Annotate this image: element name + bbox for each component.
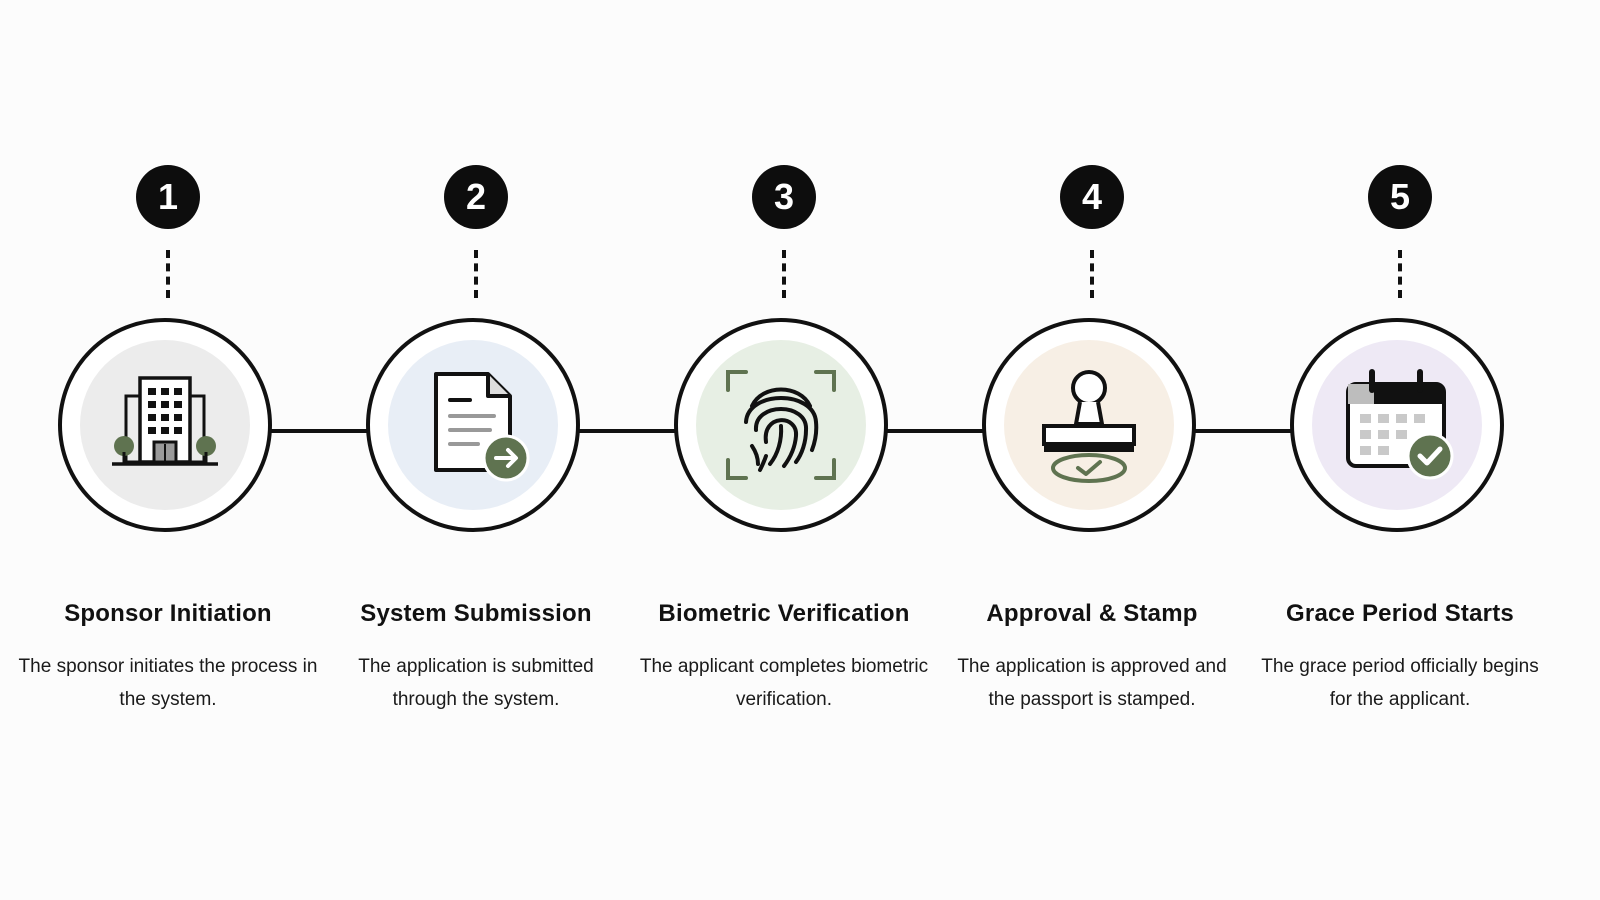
step-1: 1 Sponsor Ini bbox=[18, 0, 318, 900]
step-icon-circle bbox=[58, 318, 272, 532]
step-title: Biometric Verification bbox=[658, 600, 910, 627]
step-4: 4 Approval & Stamp The application is ap… bbox=[942, 0, 1242, 900]
step-description: The application is submitted through the… bbox=[358, 656, 594, 710]
icon-background bbox=[80, 340, 250, 510]
step-description: The sponsor initiates the process in the… bbox=[18, 656, 318, 710]
dashed-connector bbox=[782, 250, 786, 298]
dashed-connector bbox=[474, 250, 478, 298]
building-icon bbox=[112, 376, 218, 466]
calendar-check-icon bbox=[1346, 369, 1454, 480]
step-title: System Submission bbox=[360, 600, 592, 627]
step-description: The applicant completes biometric verifi… bbox=[639, 656, 929, 710]
step-5: 5 Grace Period Starts The grace period o… bbox=[1250, 0, 1550, 900]
icon-background bbox=[1312, 340, 1482, 510]
connector-line bbox=[886, 429, 986, 433]
step-number-badge: 3 bbox=[752, 165, 816, 229]
stamp-icon bbox=[1042, 370, 1136, 483]
icon-background bbox=[388, 340, 558, 510]
step-title: Approval & Stamp bbox=[986, 600, 1198, 627]
step-description: The application is approved and the pass… bbox=[957, 656, 1227, 710]
fingerprint-icon bbox=[726, 370, 836, 480]
step-icon-circle bbox=[366, 318, 580, 532]
document-submit-icon bbox=[434, 372, 530, 482]
step-icon-circle bbox=[674, 318, 888, 532]
dashed-connector bbox=[1398, 250, 1402, 298]
connector-line bbox=[578, 429, 678, 433]
step-number-badge: 4 bbox=[1060, 165, 1124, 229]
step-icon-circle bbox=[982, 318, 1196, 532]
step-description: The grace period officially begins for t… bbox=[1261, 656, 1539, 710]
dashed-connector bbox=[166, 250, 170, 298]
step-number-badge: 5 bbox=[1368, 165, 1432, 229]
connector-line bbox=[1194, 429, 1294, 433]
step-title: Grace Period Starts bbox=[1286, 600, 1514, 627]
step-number-badge: 2 bbox=[444, 165, 508, 229]
step-icon-circle bbox=[1290, 318, 1504, 532]
step-number-badge: 1 bbox=[136, 165, 200, 229]
connector-line bbox=[268, 429, 372, 433]
step-3: 3 Biomet bbox=[634, 0, 934, 900]
step-2: 2 System Submission The application is s… bbox=[326, 0, 626, 900]
dashed-connector bbox=[1090, 250, 1094, 298]
icon-background bbox=[1004, 340, 1174, 510]
step-title: Sponsor Initiation bbox=[64, 600, 272, 627]
icon-background bbox=[696, 340, 866, 510]
